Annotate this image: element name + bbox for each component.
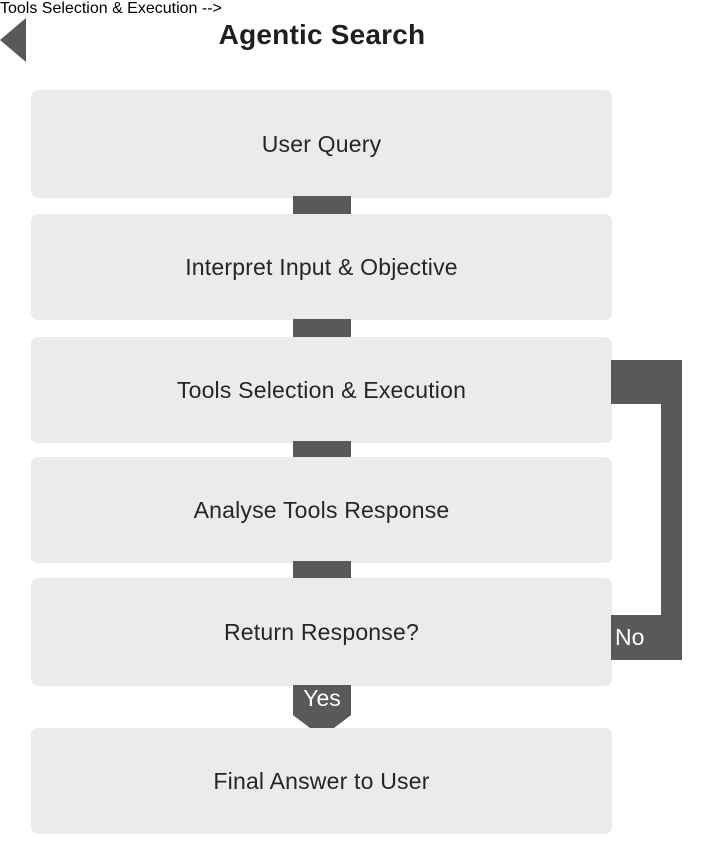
flow-node-label: Interpret Input & Objective	[185, 253, 458, 280]
connector-label-yes: Yes	[303, 685, 341, 711]
feedback-loop-right-segment	[661, 360, 682, 660]
connector-label-no: No	[615, 624, 645, 650]
flow-node-label: Return Response?	[224, 618, 419, 645]
flow-node-label: Tools Selection & Execution	[176, 376, 467, 403]
flow-node-final-answer[interactable]: Final Answer to User	[31, 728, 612, 834]
flow-node-return-response[interactable]: Return Response?	[31, 578, 612, 686]
flow-node-label: Analyse Tools Response	[193, 496, 450, 523]
flow-node-label: Final Answer to User	[213, 767, 430, 794]
page-title: Agentic Search	[218, 19, 426, 50]
flow-node-tools-selection[interactable]: Tools Selection & Execution	[31, 337, 612, 443]
flow-node-analyse-tools-response[interactable]: Analyse Tools Response	[31, 457, 612, 563]
feedback-loop-bottom-segment: No	[611, 615, 682, 660]
flow-node-user-query[interactable]: User Query	[31, 90, 612, 198]
flow-node-interpret-input[interactable]: Interpret Input & Objective	[31, 214, 612, 320]
flow-node-label: User Query	[261, 130, 382, 157]
